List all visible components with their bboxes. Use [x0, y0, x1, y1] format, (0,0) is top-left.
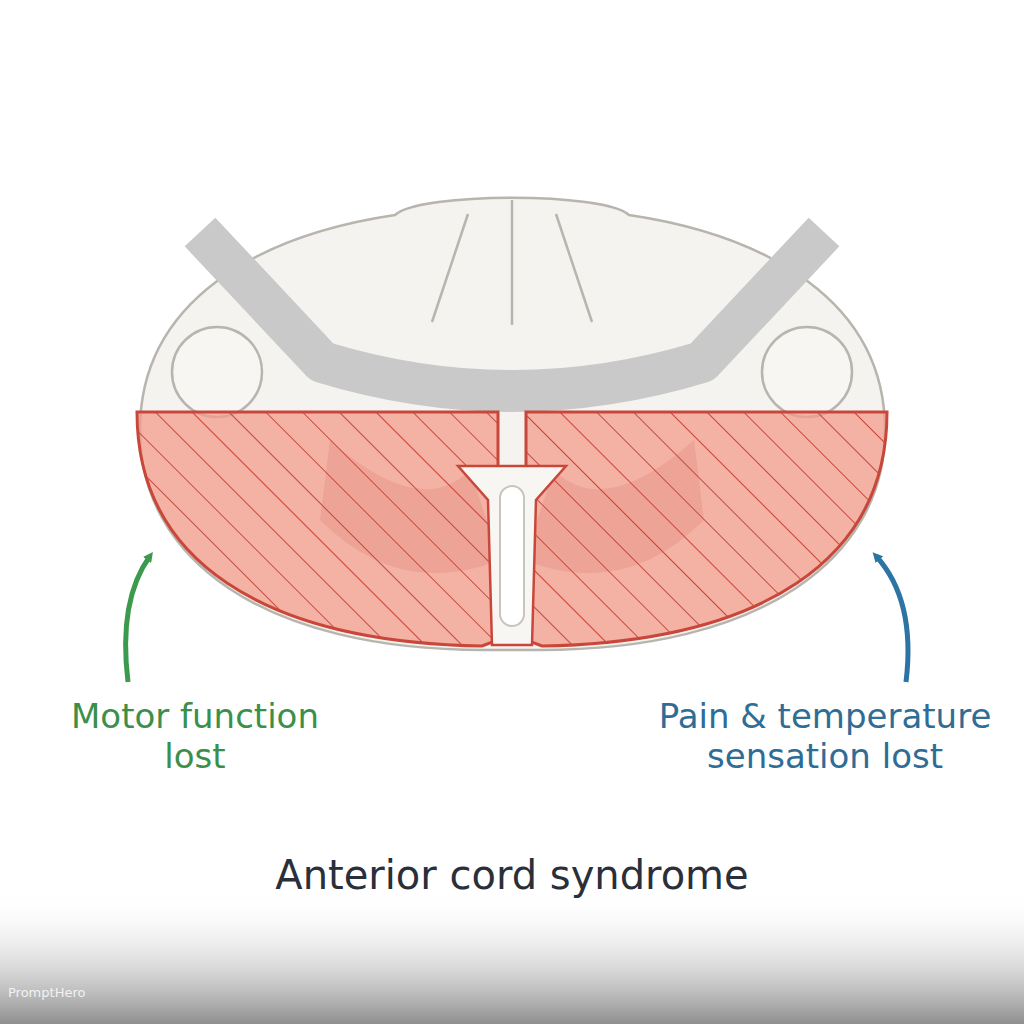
- lateral-tract: [172, 327, 262, 417]
- callout-label: Pain & temperature sensation lost: [640, 696, 1010, 776]
- pointer-arrow: [126, 556, 150, 682]
- affected-region: [137, 412, 887, 646]
- callout-label: Motor function lost: [60, 696, 330, 776]
- median-fissure: [500, 486, 524, 626]
- pointer-arrow: [876, 556, 908, 682]
- hatching: [137, 412, 887, 646]
- gray-matter: [200, 232, 824, 391]
- watermark: PromptHero: [8, 985, 208, 1000]
- bottom-fade: [0, 890, 1024, 1024]
- central-canal: [458, 466, 566, 645]
- caption: Anterior cord syndrome: [112, 852, 912, 899]
- lateral-tract: [762, 327, 852, 417]
- dorsal-columns: [432, 200, 592, 325]
